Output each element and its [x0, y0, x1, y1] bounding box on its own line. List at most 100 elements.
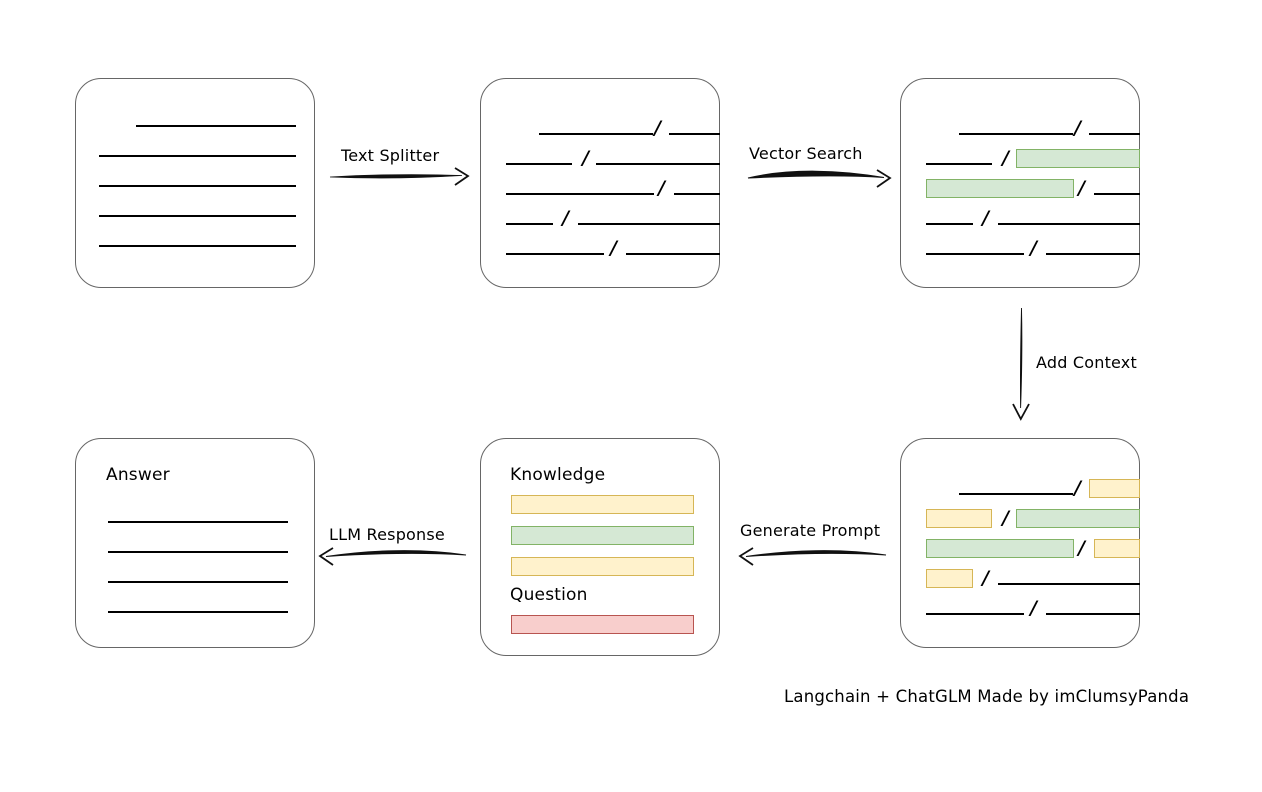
text-segment — [926, 163, 992, 165]
edge-label-generate-prompt: Generate Prompt — [740, 521, 881, 540]
split-separator: / — [1030, 597, 1037, 619]
text-segment — [669, 133, 720, 135]
answer-line — [108, 565, 288, 583]
text-segment — [99, 245, 296, 247]
doc-line: / — [506, 207, 720, 229]
text-segment — [674, 193, 720, 195]
doc-line: / — [926, 477, 1140, 499]
split-separator: / — [1074, 477, 1081, 499]
edge-label-llm-response: LLM Response — [329, 525, 445, 544]
answer-line — [108, 505, 288, 523]
text-segment — [136, 125, 296, 127]
node-matched-document[interactable]: / / / / / — [900, 78, 1140, 288]
context-chunk-highlight — [1094, 539, 1140, 558]
doc-line: / — [506, 177, 720, 199]
split-separator: / — [982, 567, 989, 589]
text-segment — [596, 163, 720, 165]
footer-credit: Langchain + ChatGLM Made by imClumsyPand… — [784, 687, 1190, 706]
text-segment — [926, 223, 973, 225]
split-separator: / — [982, 207, 989, 229]
text-segment — [998, 583, 1140, 585]
knowledge-bar — [511, 526, 694, 545]
doc-line: / — [926, 147, 1140, 169]
context-chunk-highlight — [1089, 479, 1140, 498]
text-segment — [578, 223, 720, 225]
text-segment — [959, 493, 1073, 495]
node-prompt[interactable]: Knowledge Question — [480, 438, 720, 656]
text-segment — [108, 611, 288, 613]
arrow-generate-prompt — [738, 547, 887, 566]
question-bar — [511, 615, 694, 634]
edge-label-add-context: Add Context — [1036, 353, 1137, 372]
answer-line — [108, 535, 288, 553]
text-segment — [99, 185, 296, 187]
doc-line: / — [926, 207, 1140, 229]
text-segment — [506, 223, 553, 225]
split-separator: / — [1030, 237, 1037, 259]
node-split-document[interactable]: / / / / / — [480, 78, 720, 288]
doc-line: / — [926, 567, 1140, 589]
text-segment — [506, 253, 604, 255]
node-source-document[interactable] — [75, 78, 315, 288]
text-segment — [99, 215, 296, 217]
split-separator: / — [1074, 117, 1081, 139]
knowledge-bar — [511, 557, 694, 576]
text-segment — [998, 223, 1140, 225]
answer-label: Answer — [106, 465, 170, 485]
split-separator: / — [562, 207, 569, 229]
text-segment — [506, 193, 654, 195]
edge-label-vector-search: Vector Search — [749, 144, 863, 163]
doc-line — [99, 169, 296, 187]
doc-line: / — [926, 237, 1140, 259]
matched-chunk-highlight — [926, 179, 1074, 198]
arrow-llm-response — [318, 547, 467, 566]
text-segment — [1046, 253, 1140, 255]
text-segment — [1046, 613, 1140, 615]
text-segment — [108, 521, 288, 523]
split-separator: / — [658, 177, 665, 199]
arrow-vector-search — [747, 169, 892, 188]
matched-chunk-highlight — [1016, 149, 1140, 168]
split-separator: / — [1078, 177, 1085, 199]
text-segment — [926, 253, 1024, 255]
matched-chunk-highlight — [1016, 509, 1140, 528]
text-segment — [539, 133, 653, 135]
split-separator: / — [610, 237, 617, 259]
edge-label-text-splitter: Text Splitter — [341, 146, 440, 165]
knowledge-label: Knowledge — [510, 465, 606, 485]
split-separator: / — [654, 117, 661, 139]
doc-line — [99, 199, 296, 217]
node-context-document[interactable]: / / / / / — [900, 438, 1140, 648]
doc-line — [99, 229, 296, 247]
doc-line: / — [926, 537, 1140, 559]
context-chunk-highlight — [926, 569, 973, 588]
split-separator: / — [1078, 537, 1085, 559]
doc-line: / — [926, 117, 1140, 139]
doc-line — [136, 109, 296, 127]
text-segment — [926, 613, 1024, 615]
doc-line: / — [506, 117, 720, 139]
text-segment — [1089, 133, 1140, 135]
doc-line: / — [506, 147, 720, 168]
question-label: Question — [510, 585, 588, 605]
text-segment — [959, 133, 1073, 135]
doc-line — [99, 139, 296, 157]
split-separator: / — [1002, 147, 1009, 169]
arrow-add-context — [1012, 307, 1030, 421]
knowledge-bar — [511, 495, 694, 514]
text-segment — [626, 253, 720, 255]
arrow-text-splitter — [329, 167, 470, 186]
doc-line: / — [506, 237, 720, 259]
node-answer[interactable]: Answer — [75, 438, 315, 648]
doc-line: / — [926, 507, 1140, 529]
text-segment — [1094, 193, 1140, 195]
text-segment — [108, 551, 288, 553]
split-separator: / — [1002, 507, 1009, 529]
context-chunk-highlight — [926, 509, 992, 528]
text-segment — [108, 581, 288, 583]
doc-line: / — [926, 177, 1140, 199]
text-segment — [506, 163, 572, 165]
matched-chunk-highlight — [926, 539, 1074, 558]
answer-line — [108, 595, 288, 613]
